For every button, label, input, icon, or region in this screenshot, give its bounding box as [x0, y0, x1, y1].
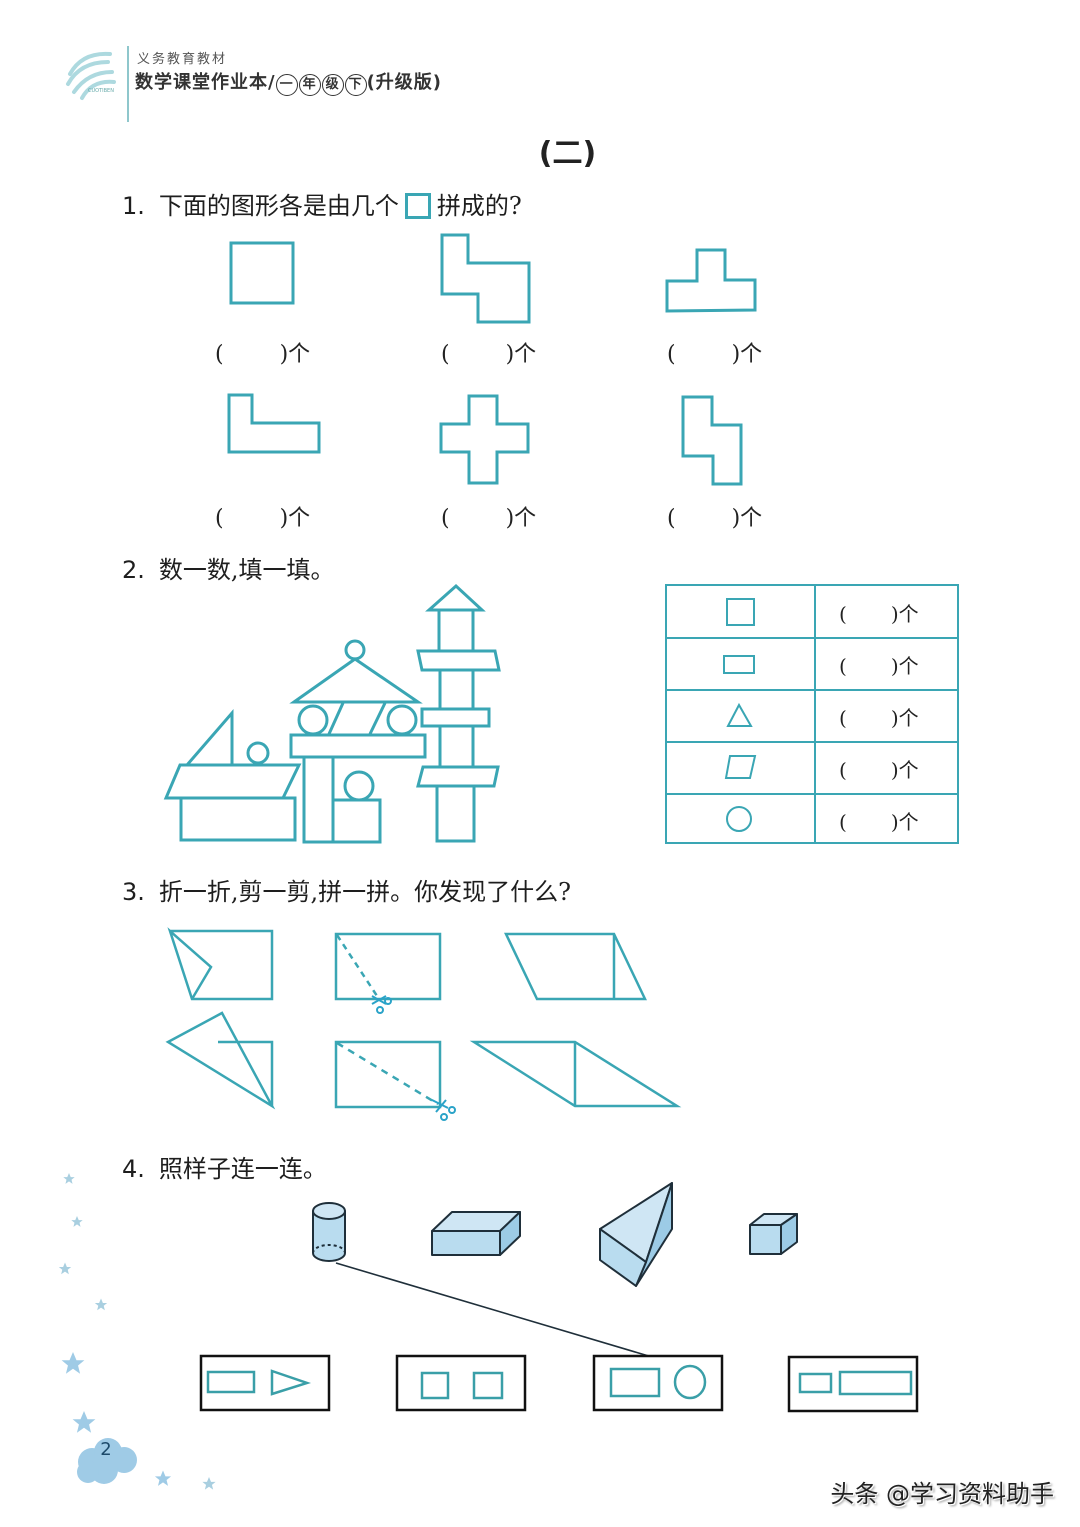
table-column-divider: [814, 586, 816, 842]
count-blank-square[interactable]: ()个: [839, 602, 919, 626]
square-icon: [726, 598, 755, 626]
parallelogram-result-2: [469, 1040, 682, 1108]
face-card-2: [395, 1354, 527, 1412]
s-shape: [440, 233, 531, 324]
cloud-badge: [77, 1438, 137, 1484]
fold-cut-figures: [165, 927, 682, 1121]
question-2: 2.数一数,填一填。: [122, 556, 335, 584]
parallelogram-icon: [724, 755, 757, 779]
answer-blank-5[interactable]: ()个: [441, 506, 537, 531]
t-shape: [665, 248, 757, 313]
count-blank-rectangle[interactable]: ()个: [839, 654, 919, 678]
svg-text:CUOTIBEN: CUOTIBEN: [88, 88, 114, 94]
scissors-icon: [431, 1099, 456, 1121]
l-shape: [227, 393, 321, 454]
cylinder-solid: [312, 1202, 346, 1262]
answer-blank-6[interactable]: ()个: [667, 506, 763, 531]
cut-rectangle-2: [334, 1040, 442, 1109]
question-4: 4.照样子连一连。: [122, 1155, 327, 1183]
single-square-shape: [229, 241, 295, 305]
section-heading: (二): [538, 136, 597, 171]
question-3: 3.折一折,剪一剪,拼一拼。你发现了什么?: [122, 878, 572, 906]
series-label: 义务教育教材: [137, 52, 228, 67]
solids-row: [199, 1182, 919, 1413]
square-icon: [404, 193, 431, 219]
circle-icon: [726, 806, 752, 832]
cross-shape: [439, 394, 530, 485]
rectangle-icon: [723, 655, 755, 674]
publisher-logo: CUOTIBEN: [66, 51, 116, 100]
z-vertical-shape: [681, 395, 743, 486]
folded-rectangle-1: [167, 927, 274, 1001]
face-card-3: [592, 1354, 724, 1412]
answer-blank-4[interactable]: ()个: [215, 506, 311, 531]
table-shape-icons: [723, 598, 757, 832]
table-row-divider: [667, 793, 957, 795]
page-number: 2: [100, 1439, 112, 1460]
shape-count-table: ()个 ()个 ()个 ()个 ()个: [665, 584, 959, 844]
table-row-divider: [667, 741, 957, 743]
answer-blank-2[interactable]: ()个: [441, 342, 537, 367]
triangle-icon: [726, 702, 753, 727]
block-building-figure: [163, 583, 501, 844]
table-row-divider: [667, 689, 957, 691]
folded-rectangle-2: [165, 1011, 276, 1110]
triangular-prism-solid: [599, 1182, 673, 1287]
watermark: 头条 @学习资料助手: [830, 1480, 1054, 1508]
count-blank-parallelogram[interactable]: ()个: [839, 758, 919, 782]
count-blank-circle[interactable]: ()个: [839, 810, 919, 834]
example-connection-line: [335, 1262, 653, 1358]
grade-char: 一: [275, 74, 298, 96]
answer-blank-1[interactable]: ()个: [215, 342, 311, 367]
parallelogram-result-1: [504, 932, 647, 1001]
answer-blank-3[interactable]: ()个: [667, 342, 763, 367]
cube-solid: [749, 1213, 798, 1255]
q1-shapes: [227, 233, 757, 486]
question-1: 1.下面的图形各是由几个拼成的?: [122, 192, 522, 220]
cuboid-solid: [431, 1211, 521, 1256]
table-row-divider: [667, 637, 957, 639]
book-title: 数学课堂作业本/一年级下(升级版): [135, 68, 442, 96]
face-card-4: [787, 1355, 919, 1413]
scissors-icon: [371, 995, 392, 1014]
header-divider: [127, 46, 129, 122]
count-blank-triangle[interactable]: ()个: [839, 706, 919, 730]
